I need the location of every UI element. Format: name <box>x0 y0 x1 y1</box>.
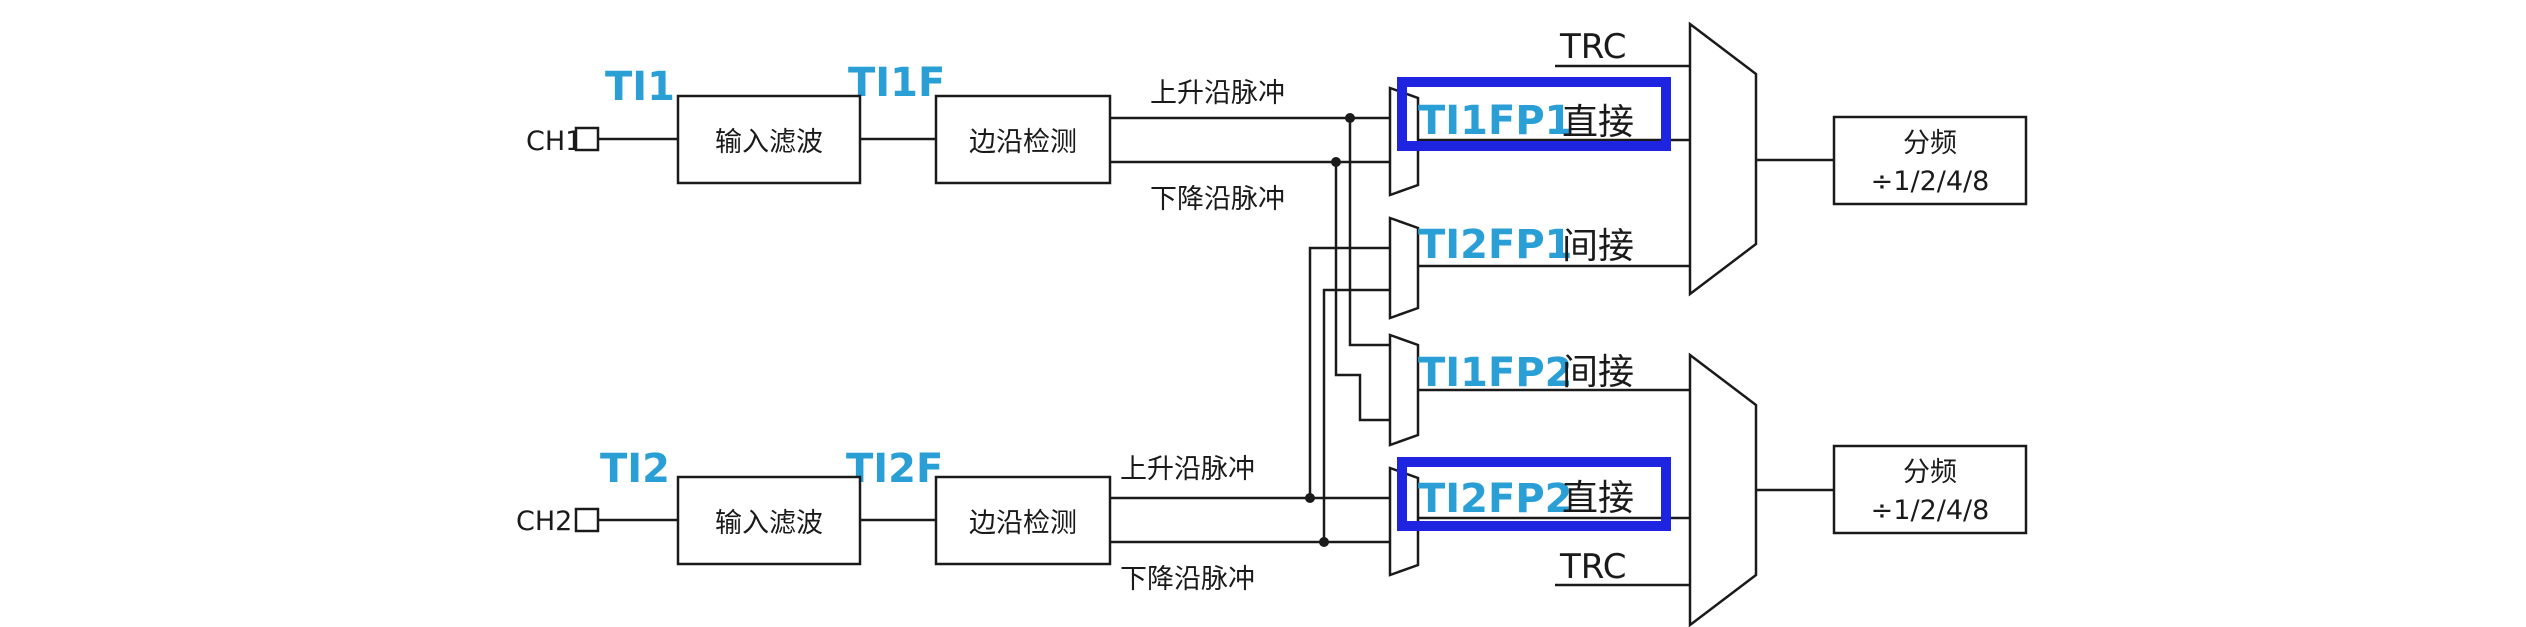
mux-ti1fp2 <box>1388 333 1420 447</box>
capture-muxes: TRC TRC <box>1555 21 1834 627</box>
cross-routing <box>1308 118 1390 542</box>
ch1-edge-detect-label: 边沿检测 <box>969 127 1077 158</box>
ch2-edge-detect-label: 边沿检测 <box>969 508 1077 539</box>
ch2-pin <box>574 507 600 533</box>
capture-mux-1 <box>1688 21 1758 297</box>
ti1fp2-label: TI1FP2 <box>1418 350 1572 396</box>
ti2fp2-label: TI2FP2 <box>1418 476 1572 522</box>
prescaler-2-box <box>1832 444 2028 535</box>
ti1fp2-mode-label: 间接 <box>1562 352 1634 393</box>
ti2fp1-label: TI2FP1 <box>1418 222 1572 268</box>
capture-mux-2 <box>1688 352 1758 627</box>
trc-2-label: TRC <box>1559 547 1626 587</box>
ti2fp1-mode-label: 间接 <box>1562 226 1634 267</box>
ch1-input-filter-label: 输入滤波 <box>715 127 823 158</box>
ti2f-label: TI2F <box>846 446 943 492</box>
ti1fp1-mode-label: 直接 <box>1562 102 1634 143</box>
channel-1: TI1 TI1F CH1 输入滤波 边沿检测 上升沿脉冲 下降沿脉冲 <box>526 60 1390 215</box>
ch2-rising-label: 上升沿脉冲 <box>1120 454 1255 485</box>
mux-ti2fp1 <box>1388 216 1420 320</box>
ti2fp2-mode-label: 直接 <box>1562 478 1634 519</box>
ti1fp1-label: TI1FP1 <box>1418 98 1572 144</box>
ch1-rising-label: 上升沿脉冲 <box>1150 78 1285 109</box>
ti1f-label: TI1F <box>848 60 945 106</box>
ti2fp2-highlight-box <box>1397 457 1671 531</box>
ch2-rising-to-mux2 <box>1308 246 1390 498</box>
ch2-edge-detect-box <box>934 475 1112 566</box>
channel-2: TI2 TI2F CH2 输入滤波 边沿检测 上升沿脉冲 下降沿脉冲 <box>516 446 1390 595</box>
ch2-input-filter-label: 输入滤波 <box>715 508 823 539</box>
ti2-label: TI2 <box>600 446 670 492</box>
ch1-pin <box>574 126 600 152</box>
ch2-falling-to-mux2 <box>1322 288 1390 542</box>
ch1-falling-label: 下降沿脉冲 <box>1150 184 1285 215</box>
trc-1-label: TRC <box>1559 27 1626 67</box>
ch1-edge-detect-box <box>934 94 1112 185</box>
fp-labels: TI1FP1 直接 TI2FP1 间接 TI1FP2 间接 TI2FP2 直接 <box>1397 77 1671 531</box>
prescaler-1-box <box>1832 115 2028 206</box>
ch2-input-filter-box <box>676 475 862 566</box>
prescaler-1-ratio: ÷1/2/4/8 <box>1871 166 1990 197</box>
ti1-label: TI1 <box>605 64 675 110</box>
ch2-pin-label: CH2 <box>516 506 572 537</box>
prescaler-2-title: 分频 <box>1903 457 1957 488</box>
prescaler-2-ratio: ÷1/2/4/8 <box>1871 495 1990 526</box>
prescaler-1-title: 分频 <box>1903 128 1957 159</box>
prescalers: 分频 ÷1/2/4/8 分频 ÷1/2/4/8 <box>1832 115 2028 535</box>
ch1-rising-to-mux3 <box>1348 118 1390 347</box>
ti1fp1-highlight-box <box>1397 77 1671 151</box>
ch1-falling-to-mux3 <box>1334 162 1390 422</box>
ch2-falling-label: 下降沿脉冲 <box>1120 564 1255 595</box>
ch1-pin-label: CH1 <box>526 126 582 157</box>
